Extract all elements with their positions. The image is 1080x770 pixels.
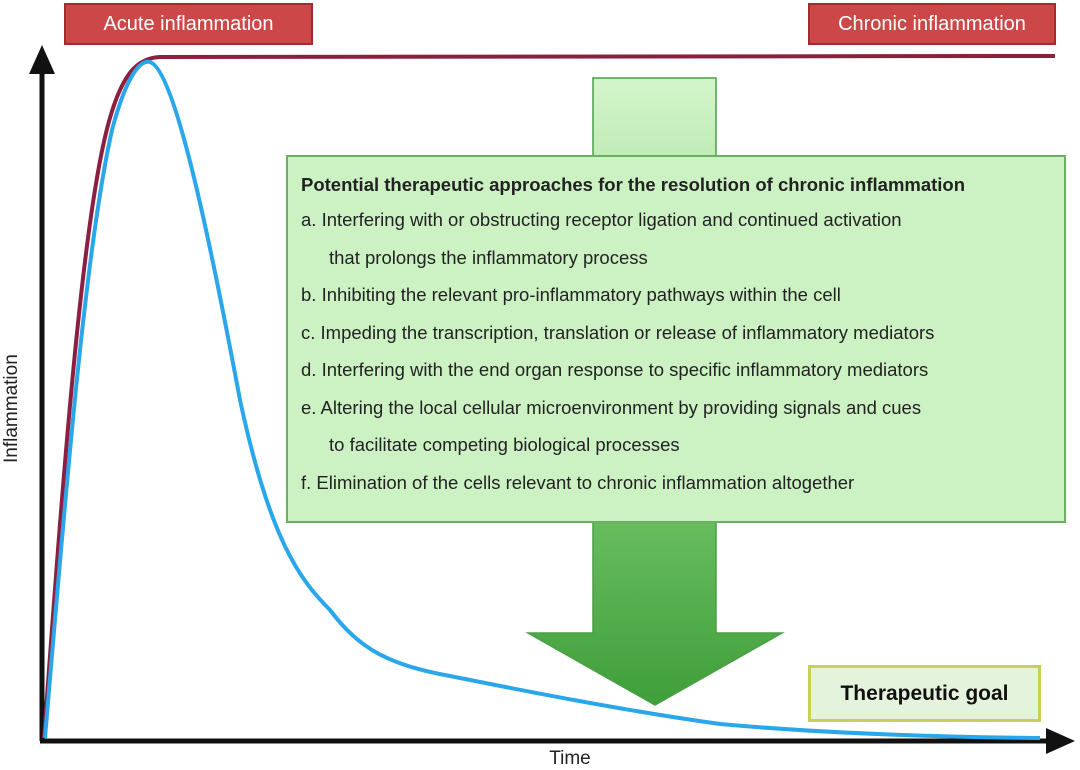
- x-axis-label: Time: [549, 748, 591, 769]
- approach-item-e: e. Altering the local cellular microenvi…: [301, 396, 922, 418]
- y-axis-arrowhead: [29, 45, 55, 74]
- approach-item-a: a. Interfering with or obstructing recep…: [301, 209, 902, 230]
- chronic-inflammation-curve: [42, 54, 1056, 739]
- approach-item-c: c. Impeding the transcription, translati…: [301, 321, 935, 343]
- approach-item-d: d. Interfering with the end organ respon…: [301, 359, 929, 380]
- approach-item-f: f. Elimination of the cells relevant to …: [301, 471, 855, 493]
- approaches-title: Potential therapeutic approaches for the…: [301, 174, 966, 195]
- therapeutic-goal-box: Therapeutic goal: [808, 665, 1041, 722]
- therapeutic-approaches-box: Potential therapeutic approaches for the…: [286, 155, 1066, 523]
- y-axis-label: Inflammation: [1, 354, 22, 463]
- approach-item-a-continued: that prolongs the inflammatory process: [329, 246, 648, 268]
- chronic-inflammation-label: Chronic inflammation: [808, 3, 1056, 45]
- approach-item-e-continued: to facilitate competing biological proce…: [329, 434, 680, 455]
- acute-inflammation-label: Acute inflammation: [64, 3, 313, 45]
- acute-inflammation-curve: [43, 59, 1041, 740]
- x-axis-arrowhead: [1046, 728, 1075, 754]
- approach-item-b: b. Inhibiting the relevant pro-inflammat…: [301, 284, 841, 305]
